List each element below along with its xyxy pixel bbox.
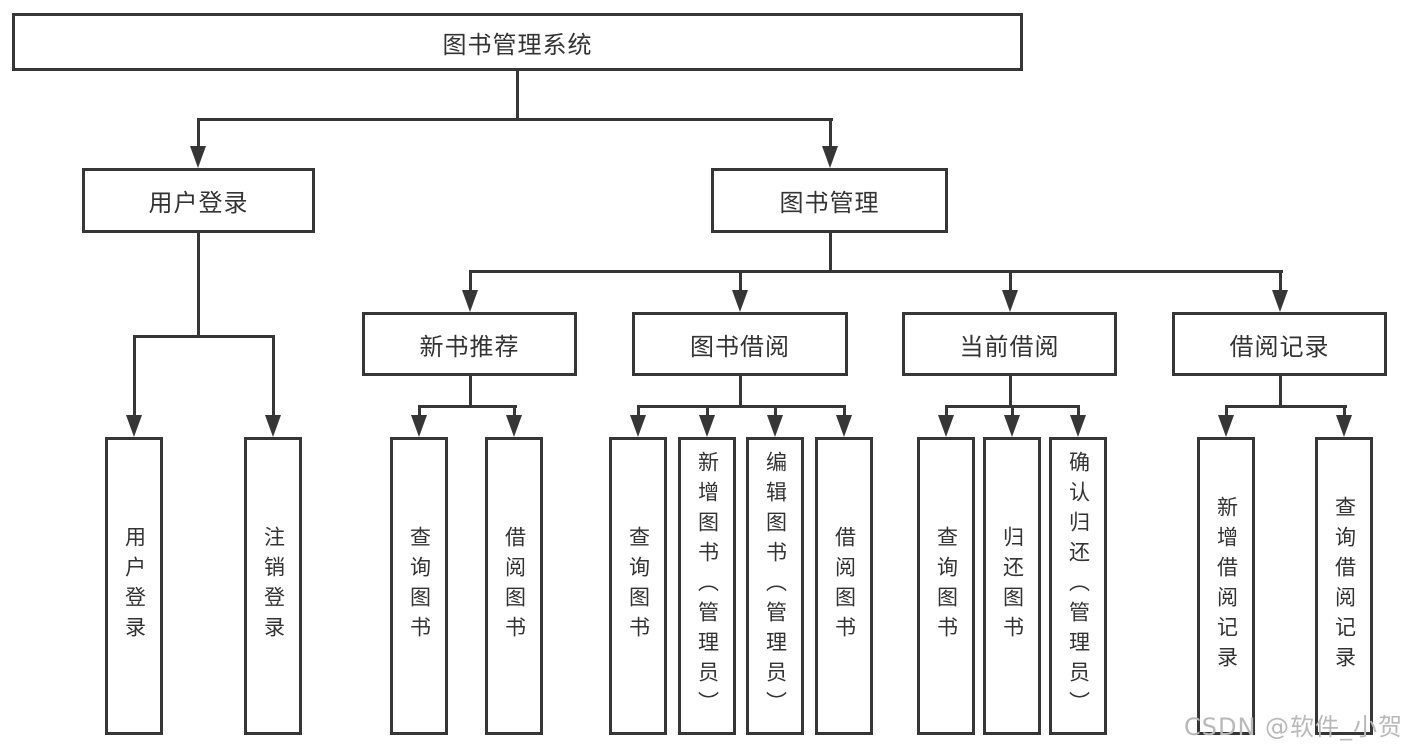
arrowhead-icon	[1218, 415, 1234, 437]
arrowhead-icon	[822, 146, 838, 168]
connector-line	[1077, 405, 1080, 419]
node-book-borrowing: 图书借阅	[632, 312, 848, 376]
arrowhead-icon	[462, 290, 478, 312]
node-user-login-branch: 用户登录	[82, 168, 315, 233]
node-library-management-system: 图书管理系统	[12, 13, 1023, 71]
arrowhead-icon	[506, 415, 522, 437]
connector-line	[197, 118, 200, 148]
connector-line	[418, 405, 517, 408]
connector-line	[637, 405, 640, 419]
connector-line	[637, 405, 846, 408]
connector-line	[197, 118, 833, 121]
arrowhead-icon	[1002, 290, 1018, 312]
connector-line	[774, 405, 777, 419]
connector-line	[469, 270, 1283, 273]
node-confirm-return-admin: 确认归还（管理员）	[1049, 437, 1107, 735]
connector-line	[1009, 376, 1012, 407]
arrowhead-icon	[630, 415, 646, 437]
connector-line	[739, 270, 742, 294]
node-query-books: 查询图书	[609, 437, 667, 735]
arrowhead-icon	[836, 415, 852, 437]
connector-line	[1225, 405, 1347, 408]
arrowhead-icon	[767, 415, 783, 437]
connector-line	[1009, 270, 1012, 294]
connector-line	[418, 405, 421, 419]
node-borrowing-records: 借阅记录	[1172, 312, 1387, 376]
connector-line	[1011, 405, 1014, 419]
connector-line	[739, 376, 742, 407]
node-query-books: 查询图书	[917, 437, 975, 735]
connector-line	[272, 335, 275, 419]
arrowhead-icon	[938, 415, 954, 437]
arrowhead-icon	[1004, 415, 1020, 437]
connector-line	[469, 376, 472, 407]
node-user-login: 用户登录	[105, 437, 163, 735]
connector-line	[1225, 405, 1228, 419]
node-logout: 注销登录	[244, 437, 302, 735]
connector-line	[706, 405, 709, 419]
connector-line	[516, 71, 519, 119]
node-add-book-admin: 新增图书（管理员）	[678, 437, 736, 735]
node-query-borrowing-record: 查询借阅记录	[1315, 437, 1373, 735]
connector-line	[133, 335, 275, 338]
arrowhead-icon	[699, 415, 715, 437]
arrowhead-icon	[190, 146, 206, 168]
arrowhead-icon	[265, 415, 281, 437]
connector-line	[945, 405, 948, 419]
node-book-management-branch: 图书管理	[711, 168, 948, 233]
connector-line	[469, 270, 472, 294]
arrowhead-icon	[1336, 415, 1352, 437]
arrowhead-icon	[1070, 415, 1086, 437]
connector-line	[829, 233, 832, 272]
node-borrow-books: 借阅图书	[815, 437, 873, 735]
connector-line	[1279, 376, 1282, 407]
watermark-text: CSDN @软件_小贺同学	[1184, 713, 1405, 741]
node-query-books: 查询图书	[390, 437, 448, 735]
arrowhead-icon	[732, 290, 748, 312]
connector-line	[1279, 270, 1282, 294]
connector-line	[843, 405, 846, 419]
node-borrow-books: 借阅图书	[485, 437, 543, 735]
arrowhead-icon	[411, 415, 427, 437]
connector-line	[513, 405, 516, 419]
node-return-book: 归还图书	[983, 437, 1041, 735]
node-add-borrowing-record: 新增借阅记录	[1197, 437, 1255, 735]
node-new-book-recommendation: 新书推荐	[362, 312, 577, 376]
node-edit-book-admin: 编辑图书（管理员）	[746, 437, 804, 735]
connector-line	[133, 335, 136, 419]
node-current-borrowing: 当前借阅	[902, 312, 1117, 376]
arrowhead-icon	[126, 415, 142, 437]
connector-line	[197, 233, 200, 337]
arrowhead-icon	[1272, 290, 1288, 312]
connector-line	[829, 118, 832, 148]
connector-line	[1343, 405, 1346, 419]
